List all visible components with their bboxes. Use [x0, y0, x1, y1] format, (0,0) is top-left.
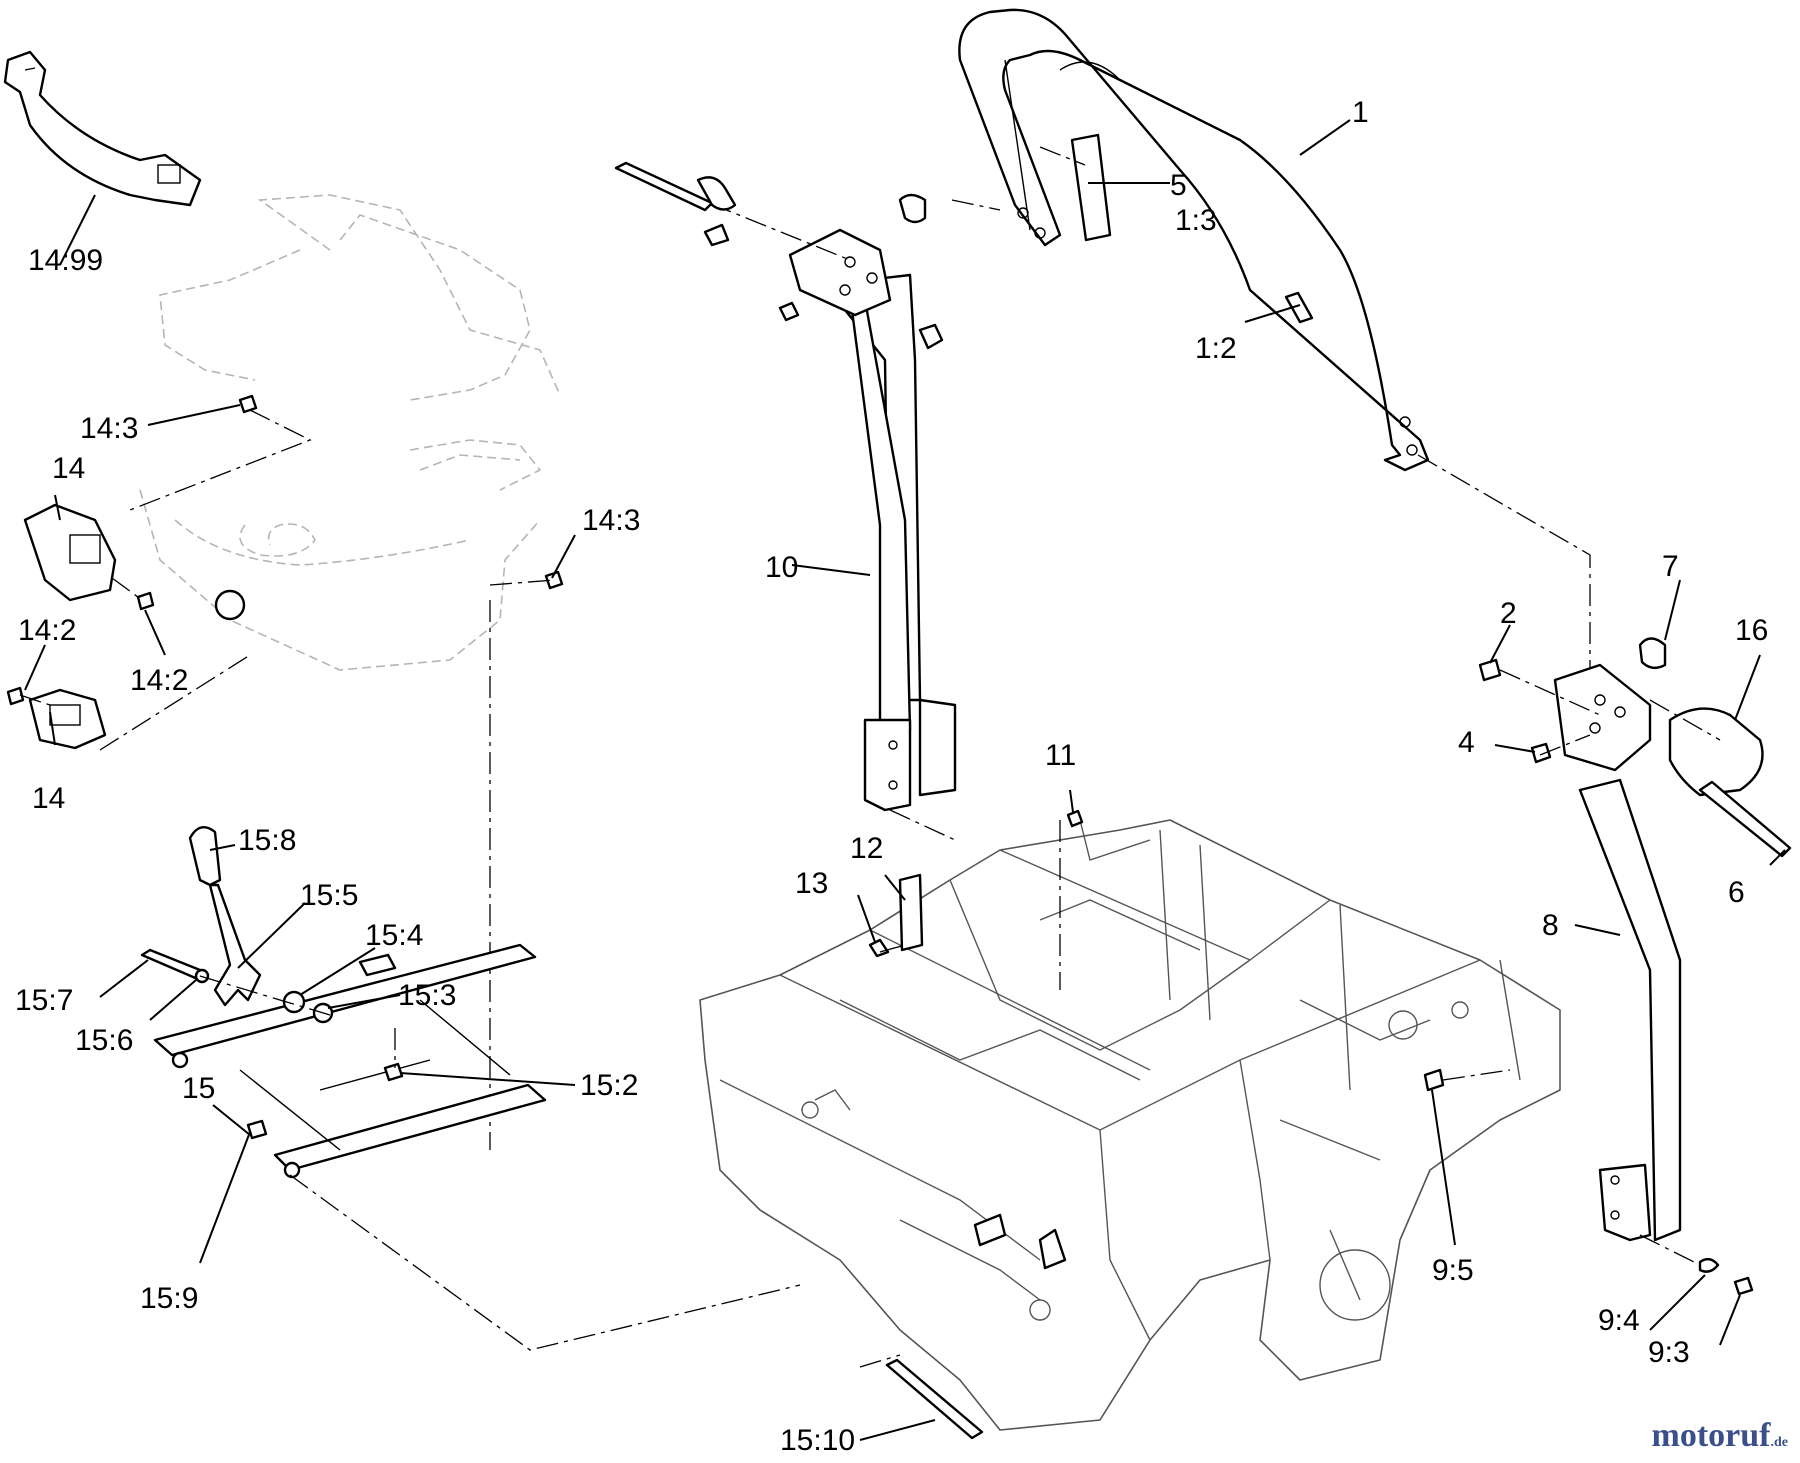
callout-15-9: 15:9 [140, 1282, 198, 1315]
right-upright-8 [1478, 637, 1792, 1242]
lock-pin [696, 176, 737, 211]
callout-1-3: 1:3 [1175, 204, 1217, 237]
watermark-suffix: .de [1770, 1435, 1789, 1450]
callout-15-3: 15:3 [398, 979, 456, 1012]
callout-9-3: 9:3 [1648, 1336, 1690, 1369]
callout-14-3b: 14:3 [582, 504, 640, 537]
seat-rails-15 [153, 943, 547, 1179]
decal-5 [1070, 133, 1112, 242]
callout-15-10: 15:10 [780, 1424, 855, 1457]
nut-4 [1530, 742, 1552, 764]
main-frame [699, 819, 1561, 1431]
washer-9-4 [1698, 1257, 1720, 1273]
callout-1: 1 [1352, 96, 1369, 129]
callout-14b: 14 [32, 782, 65, 815]
callout-15-2: 15:2 [580, 1069, 638, 1102]
callout-12: 12 [850, 832, 883, 865]
buckle-upper-14 [23, 503, 155, 611]
callout-13: 13 [795, 867, 828, 900]
callout-15-4: 15:4 [365, 919, 423, 952]
callout-9-4: 9:4 [1598, 1304, 1640, 1337]
seat-bolt-14-3a [238, 394, 258, 414]
seat-assembly-14 [139, 194, 564, 671]
nut-11 [1066, 809, 1084, 828]
callout-6: 6 [1728, 876, 1745, 909]
callout-1-2: 1:2 [1195, 332, 1237, 365]
callout-14-99: 14:99 [28, 244, 103, 277]
callout-15-5: 15:5 [300, 879, 358, 912]
bolt-9-3 [1733, 1276, 1754, 1296]
callout-15-8: 15:8 [238, 824, 296, 857]
bolt-15-10 [885, 1358, 984, 1440]
latch-16 [1668, 707, 1764, 797]
callout-15: 15 [182, 1072, 215, 1105]
callout-16: 16 [1735, 614, 1768, 647]
callout-15-6: 15:6 [75, 1024, 133, 1057]
rollbar-dash-right [1417, 454, 1591, 700]
callout-7: 7 [1662, 550, 1679, 583]
clip [703, 223, 730, 247]
bumper-right-7 [1638, 637, 1667, 670]
spring-15-4 [282, 990, 306, 1014]
lever-grip [188, 826, 222, 887]
bumper-left [898, 193, 927, 224]
callout-10: 10 [765, 551, 798, 584]
screw-14-2b [6, 686, 25, 706]
nut-15-2 [383, 1062, 404, 1082]
callout-14a: 14 [52, 452, 85, 485]
callout-9-5: 9:5 [1432, 1254, 1474, 1287]
spacer-12 [898, 873, 924, 952]
roll-bar-upper [958, 8, 1430, 472]
callout-11: 11 [1045, 739, 1076, 772]
watermark-text: motoruf [1651, 1417, 1771, 1454]
seat-knob [214, 589, 246, 621]
bolt-6 [1698, 780, 1792, 858]
callout-5: 5 [1170, 169, 1187, 202]
decal-1-2 [1284, 291, 1314, 324]
right-pivot-plate [1553, 663, 1652, 772]
buckle-lower-14 [6, 686, 107, 750]
leader-lines [24, 119, 1786, 1441]
left-upright-10 [778, 193, 957, 812]
bolt-left-pin [614, 161, 714, 212]
nut-left-2 [778, 301, 800, 322]
callout-14-2a: 14:2 [18, 614, 76, 647]
callout-2: 2 [1500, 597, 1517, 630]
bolt-13 [868, 938, 890, 958]
nut-15-9 [246, 1119, 268, 1140]
left-pivot-plate [788, 228, 892, 317]
callout-labels: 1 5 1:3 1:2 14:99 14:3 14 14:3 14:2 14:2… [15, 96, 1768, 1457]
watermark-logo: motoruf.de [1652, 1417, 1788, 1455]
nut-left [918, 323, 944, 350]
screw-14-2a [136, 591, 155, 611]
release-lever-15 [140, 826, 334, 1024]
callout-4: 4 [1458, 726, 1475, 759]
seat-belt-14-99 [3, 50, 202, 207]
nut-9-5 [1423, 1068, 1445, 1092]
callout-8: 8 [1542, 909, 1559, 942]
callout-14-2b: 14:2 [130, 664, 188, 697]
callout-15-7: 15:7 [15, 984, 73, 1017]
callout-14-3a: 14:3 [80, 412, 138, 445]
